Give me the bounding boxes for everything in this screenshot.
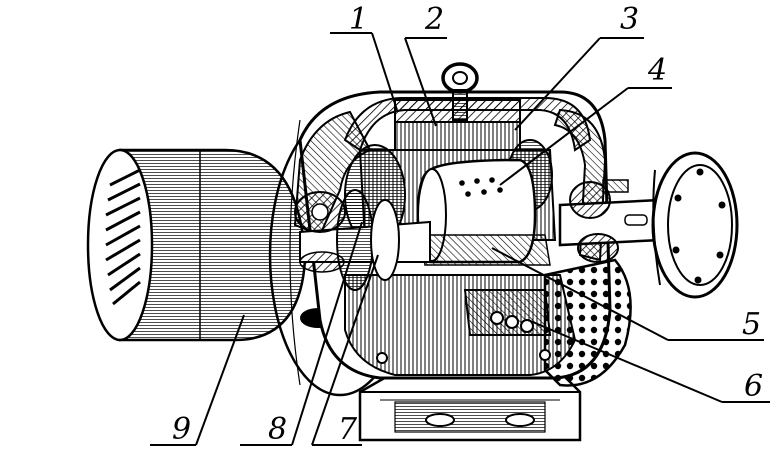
label-5: 5 xyxy=(742,307,761,342)
mounting-foot xyxy=(358,370,582,442)
label-9: 9 xyxy=(172,412,191,447)
ventilation-grille xyxy=(543,258,632,387)
label-4: 4 xyxy=(647,53,667,88)
label-6: 6 xyxy=(744,369,763,404)
left-bearing xyxy=(294,191,346,273)
rotor xyxy=(416,158,551,266)
label-7: 7 xyxy=(338,412,358,447)
label-3: 3 xyxy=(620,2,639,37)
label-1: 1 xyxy=(349,2,368,37)
lifting-eye xyxy=(441,62,479,121)
label-8: 8 xyxy=(268,412,287,447)
leader-lines xyxy=(150,32,770,446)
right-bearing xyxy=(569,179,629,263)
drive-flange xyxy=(651,151,739,299)
label-2: 2 xyxy=(424,2,444,37)
terminal-box xyxy=(376,289,552,364)
fan xyxy=(336,189,400,291)
